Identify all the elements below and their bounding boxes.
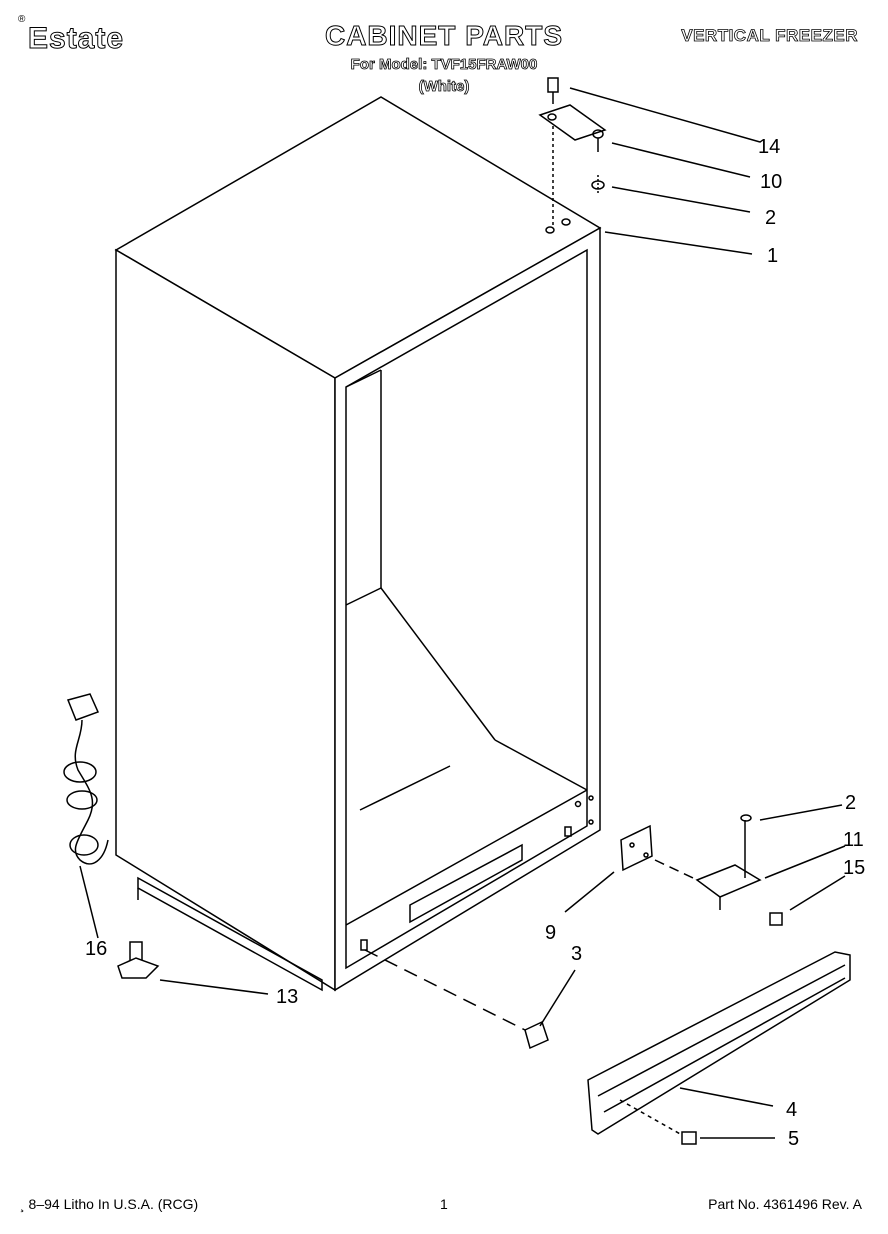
top-hinge-assembly: [538, 77, 607, 225]
callout-11: 11: [843, 829, 864, 851]
brand-registered-mark: ®: [18, 14, 26, 25]
callout-14: 14: [758, 136, 781, 158]
toe-grille-part-4: [364, 949, 851, 1145]
callout-9: 9: [545, 922, 557, 944]
power-cord-part-16: [63, 693, 109, 865]
callout-4: 4: [786, 1099, 798, 1121]
callout-5: 5: [788, 1128, 800, 1150]
bottom-hinge-assembly: [620, 814, 783, 926]
callout-1: 1: [767, 245, 779, 267]
callout-15: 15: [843, 857, 866, 879]
footer-litho: ¸ 8–94 Litho In U.S.A. (RCG): [20, 1196, 199, 1212]
brand-logo: Estate: [27, 22, 125, 56]
leader-lines: [79, 87, 846, 1139]
callout-13: 13: [276, 986, 299, 1008]
model-line: For Model: TVF15FRAW00: [350, 56, 538, 74]
product-type: VERTICAL FREEZER: [681, 26, 858, 46]
footer-page-number: 1: [440, 1196, 448, 1212]
footer-part-number: Part No. 4361496 Rev. A: [708, 1196, 862, 1212]
leveling-leg-part-13: [117, 941, 160, 979]
color-line: (White): [418, 78, 470, 96]
page-title: CABINET PARTS: [324, 20, 564, 52]
callout-2-top: 2: [765, 207, 777, 229]
callout-2-bottom: 2: [845, 792, 857, 814]
cabinet-part-1: [114, 96, 602, 992]
callout-3: 3: [571, 943, 583, 965]
callout-16: 16: [85, 938, 108, 960]
callout-10: 10: [760, 171, 783, 193]
